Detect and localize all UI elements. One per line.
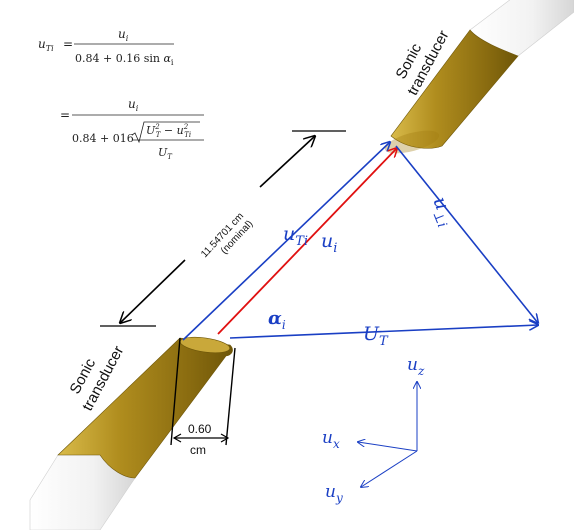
alpha-label: αi [268, 308, 286, 332]
coordinate-axes [358, 382, 417, 487]
distance-dimension: 11.54701 cm (nominal) [100, 130, 346, 327]
distance-arrow-up [259, 136, 315, 188]
sqrt-sign [131, 121, 200, 144]
diameter-value: 0.60 [188, 422, 212, 436]
bottom-transducer-body [57, 337, 233, 479]
velocity-vectors [182, 142, 538, 341]
diameter-extension-left [170, 337, 181, 446]
uy-axis [361, 450, 418, 487]
svg-text:0.84 + 0.16 sin αi: 0.84 + 0.16 sin αi [75, 52, 174, 67]
svg-text:0.84 + 016: 0.84 + 016 [72, 132, 134, 145]
diameter-dimension: 0.60 cm [170, 337, 236, 457]
uperp-vector [395, 145, 538, 323]
ux-label: ux [322, 428, 340, 451]
uperp-label: u⊥i [425, 194, 460, 230]
UT-label: UT [363, 323, 389, 349]
bottom-transducer [29, 336, 233, 530]
equation-1: uTi = ui 0.84 + 0.16 sin αi [38, 27, 174, 67]
ui-vector [217, 148, 397, 335]
svg-text:=: = [63, 37, 73, 51]
UT-vector [229, 325, 538, 339]
diameter-arrow-left [172, 433, 182, 443]
svg-text:uTi: uTi [38, 37, 54, 53]
uz-label: uz [407, 355, 425, 378]
diameter-extension-right [225, 347, 236, 446]
diameter-arrow-right [220, 433, 230, 443]
ux-axis [358, 442, 418, 452]
distance-arrow-down [120, 259, 186, 323]
svg-text:ui: ui [128, 97, 139, 113]
diameter-unit: cm [190, 443, 206, 457]
uTi-label: uTi [283, 223, 308, 249]
uy-label: uy [325, 482, 343, 505]
top-transducer-body [390, 29, 519, 149]
svg-text:ui: ui [118, 27, 129, 43]
ui-label: ui [321, 230, 337, 256]
svg-text:=: = [60, 108, 70, 122]
uTi-vector [182, 142, 390, 341]
distance-label: 11.54701 cm (nominal) [199, 209, 257, 268]
svg-text:UT: UT [158, 146, 173, 161]
